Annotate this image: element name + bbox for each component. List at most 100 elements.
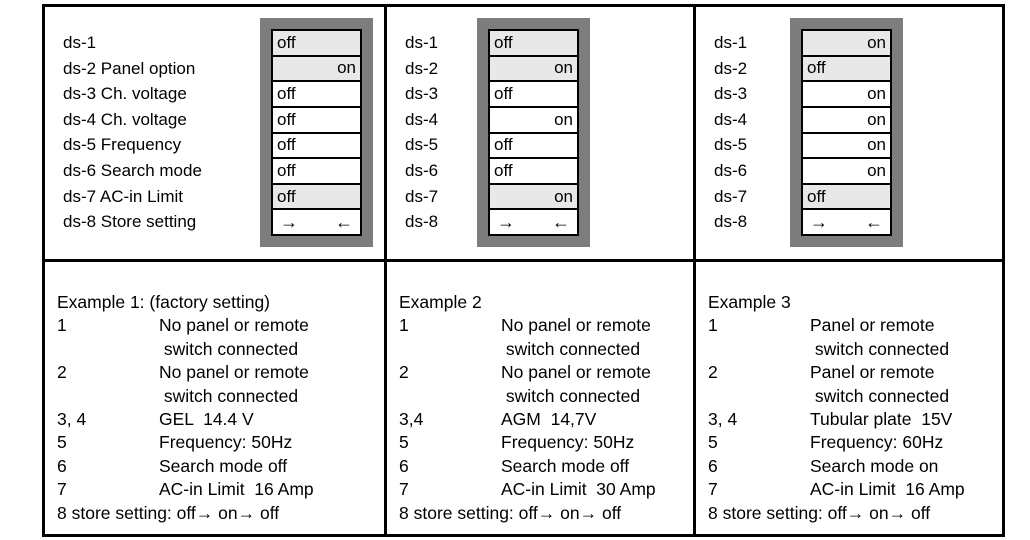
- switch-ds-3: off: [273, 82, 360, 106]
- ds-7-label: ds-7: [714, 186, 748, 206]
- ds-8-label: ds-8 Store setting: [63, 212, 197, 232]
- ds-6-label: ds-6: [714, 160, 748, 180]
- row-description: Frequency: 50Hz: [501, 432, 635, 453]
- row-description: Search mode off: [159, 455, 288, 476]
- switch-ds-4: on: [490, 107, 577, 132]
- row-number: 5: [399, 432, 409, 453]
- row-description: AC-in Limit 16 Amp: [159, 479, 314, 500]
- store-setting-line: 8 store setting: off→ on→ off: [399, 502, 622, 523]
- row-description: No panel or remote: [159, 362, 309, 383]
- row-description: Frequency: 50Hz: [159, 432, 293, 453]
- row-description: Frequency: 60Hz: [810, 432, 944, 453]
- switch-panel-2: ds-1 ds-2 ds-3 ds-4 ds-5 ds-6 ds-7 ds-8 …: [387, 7, 693, 259]
- ds-6-label: ds-6 Search mode: [63, 160, 202, 180]
- row-number: 7: [399, 479, 409, 500]
- row-number: [57, 338, 159, 361]
- switch-ds-7: off: [803, 184, 890, 209]
- arrow-left-icon: ←: [335, 211, 353, 232]
- switch-ds-1: off: [273, 31, 360, 55]
- example-row: switch connected: [708, 338, 994, 361]
- row-description: No panel or remote: [501, 315, 651, 336]
- row-description: switch connected: [810, 338, 950, 359]
- dip-switch-block: on off on on on on off → ←: [790, 18, 903, 247]
- switch-ds-6: off: [273, 159, 360, 183]
- arrow-left-icon: ←: [552, 211, 570, 232]
- ds-5-label: ds-5: [714, 135, 748, 155]
- row-description: AC-in Limit 30 Amp: [501, 479, 656, 500]
- example-row: switch connected: [399, 338, 685, 361]
- ds-7-label: ds-7: [405, 186, 439, 206]
- row-number: 3, 4: [708, 409, 738, 430]
- arrow-left-icon: ←: [865, 211, 883, 232]
- dip-switch-column: off on off on off off on → ←: [488, 29, 579, 236]
- row-description: switch connected: [810, 385, 950, 406]
- ds-4-label: ds-4: [714, 109, 748, 129]
- example-row: switch connected: [708, 385, 994, 408]
- example-title: Example 2: [399, 292, 482, 312]
- arrow-right-icon: →: [810, 211, 828, 232]
- row-number: [399, 338, 501, 361]
- switch-ds-8-store: → ←: [490, 210, 577, 234]
- row-description: Search mode off: [501, 455, 630, 476]
- ds-4-label: ds-4: [405, 109, 439, 129]
- figure-grid: ds-1 ds-2 Panel option ds-3 Ch. voltage …: [42, 4, 1005, 537]
- switch-ds-2: on: [273, 56, 360, 81]
- row-number: [57, 385, 159, 408]
- row-number: 1: [399, 315, 409, 336]
- row-description: switch connected: [501, 385, 641, 406]
- example-row: 7 AC-in Limit 30 Amp: [399, 478, 685, 501]
- example-row: 5 Frequency: 50Hz: [57, 431, 376, 454]
- row-number: 3,4: [399, 409, 424, 430]
- example-title: Example 1: (factory setting): [57, 292, 270, 312]
- ds-8-label: ds-8: [405, 212, 439, 232]
- row-description: switch connected: [159, 338, 299, 359]
- example-row: 1 No panel or remote: [399, 314, 685, 337]
- row-description: Panel or remote: [810, 315, 935, 336]
- example-row: 1 Panel or remote: [708, 314, 994, 337]
- switch-ds-1: on: [803, 31, 890, 55]
- switch-ds-3: on: [803, 82, 890, 106]
- switch-ds-8-store: → ←: [273, 210, 360, 234]
- ds-5-label: ds-5 Frequency: [63, 135, 182, 155]
- row-number: [708, 385, 810, 408]
- ds-7-label: ds-7 AC-in Limit: [63, 186, 183, 206]
- switch-ds-1: off: [490, 31, 577, 55]
- dip-switch-column: off on off off off off off → ←: [271, 29, 362, 236]
- row-description: Panel or remote: [810, 362, 935, 383]
- row-number: 7: [708, 479, 718, 500]
- row-number: 5: [57, 432, 67, 453]
- row-number: [399, 385, 501, 408]
- example-title: Example 3: [708, 292, 791, 312]
- ds-3-label: ds-3: [405, 84, 439, 104]
- arrow-right-icon: →: [280, 211, 298, 232]
- row-description: GEL 14.4 V: [159, 409, 254, 430]
- switch-ds-3: off: [490, 82, 577, 106]
- ds-1-label: ds-1: [714, 33, 748, 52]
- switch-ds-5: off: [273, 133, 360, 158]
- ds-3-label: ds-3: [714, 84, 748, 104]
- dip-switch-block: off on off on off off on → ←: [477, 18, 590, 247]
- example-row: switch connected: [399, 385, 685, 408]
- switch-ds-4: on: [803, 107, 890, 132]
- switch-ds-7: on: [490, 184, 577, 209]
- row-number: 1: [708, 315, 718, 336]
- ds-2-label: ds-2: [405, 58, 439, 78]
- ds-6-label: ds-6: [405, 160, 439, 180]
- store-setting-line: 8 store setting: off→ on→ off: [57, 502, 280, 523]
- row-description: Tubular plate 15V: [810, 409, 953, 430]
- dip-switch-column: on off on on on on off → ←: [801, 29, 892, 236]
- example-row: switch connected: [57, 338, 376, 361]
- ds-label-column: ds-1 ds-2 ds-3 ds-4 ds-5 ds-6 ds-7 ds-8: [714, 30, 747, 235]
